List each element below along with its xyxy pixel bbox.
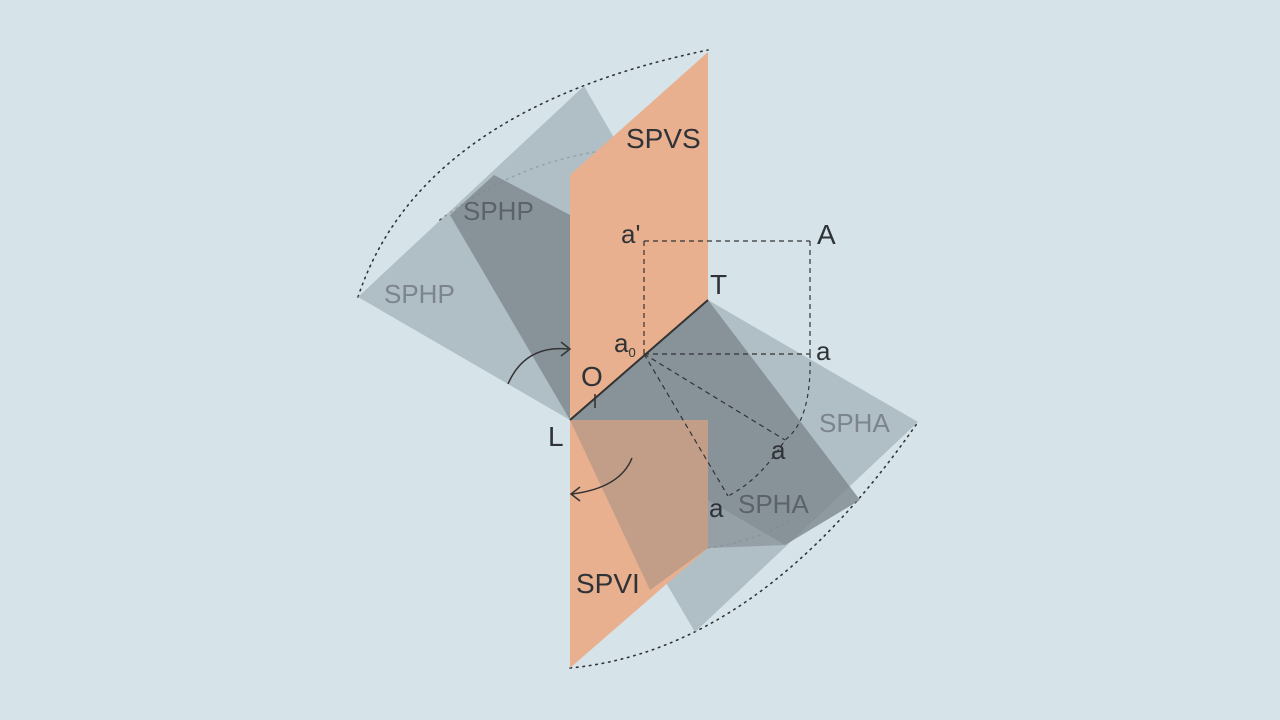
label-a0-sub: 0 xyxy=(628,345,635,360)
label-spvs: SPVS xyxy=(626,123,701,154)
label-sphp-lower: SPHP xyxy=(384,279,455,309)
label-spvi: SPVI xyxy=(576,568,640,599)
arc-bottom-outer xyxy=(569,421,919,669)
rotation-arrow-lower-head xyxy=(569,486,581,502)
plane-spvs xyxy=(570,52,708,420)
rotation-arrow-lower xyxy=(571,457,633,495)
plane-sphp xyxy=(450,175,570,420)
label-a0-base: a xyxy=(614,328,629,358)
arc-top-outer xyxy=(357,49,709,298)
proj-a0-arc1 xyxy=(643,353,786,441)
proj-a0-arc2 xyxy=(643,353,729,497)
label-a-arc2: a xyxy=(709,493,724,523)
label-a0: a0 xyxy=(614,328,636,360)
label-spha-lower: SPHA xyxy=(738,489,809,519)
label-O: O xyxy=(581,361,603,392)
label-a-right: a xyxy=(816,336,831,366)
label-T: T xyxy=(710,269,727,300)
ground-line-lt xyxy=(569,299,709,421)
plane-spha xyxy=(570,300,860,545)
label-L: L xyxy=(548,421,564,452)
label-sphp-upper: SPHP xyxy=(463,196,534,226)
plane-spvi-overlap xyxy=(570,420,708,590)
label-a-prime: a' xyxy=(621,219,640,249)
label-A: A xyxy=(817,219,836,250)
label-a-arc1: a xyxy=(771,435,786,465)
rotation-arrow-upper xyxy=(507,347,569,385)
label-spha-right: SPHA xyxy=(819,408,890,438)
arc-a-rotation xyxy=(727,353,811,497)
rotation-arrow-upper-head xyxy=(560,341,572,357)
